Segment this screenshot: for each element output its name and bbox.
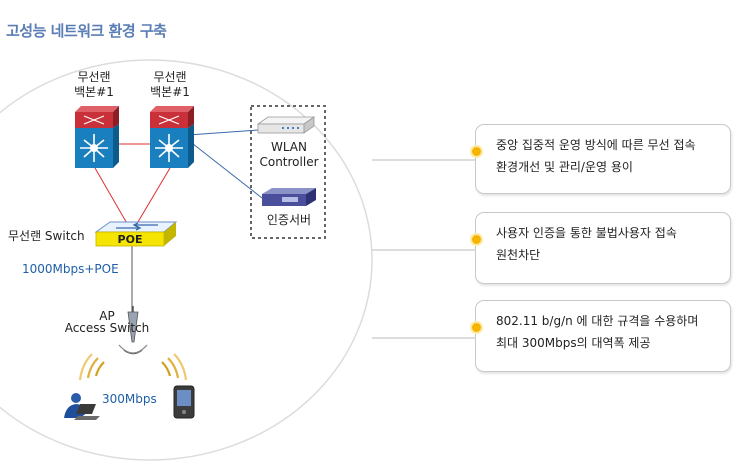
signal-waves-icon <box>78 353 188 381</box>
wlan-controller-icon <box>256 116 316 134</box>
controller-line2: Controller <box>259 155 319 169</box>
client-speed-label: 300Mbps <box>102 392 157 406</box>
backbone-2-label: 무선랜 백본#1 <box>146 70 194 100</box>
backbone-1-line1: 무선랜 <box>77 70 111 84</box>
ap-label: AP Access Switch <box>62 310 152 334</box>
links <box>94 129 263 312</box>
link-bb2-server <box>187 139 263 199</box>
pda-icon <box>173 385 195 419</box>
feature-2-line2: 원천차단 <box>496 248 541 262</box>
bullet-dot-icon <box>470 233 483 246</box>
controller-label: WLAN Controller <box>252 140 326 170</box>
auth-server-label: 인증서버 <box>266 213 312 227</box>
feature-3-line1: 802.11 b/g/n 에 대한 규격을 수용하며 <box>496 314 699 328</box>
link-bb1-switch <box>94 167 133 233</box>
backbone-1-line2: 백본#1 <box>74 85 114 99</box>
backbone-1-label: 무선랜 백본#1 <box>70 70 118 100</box>
ap-icon <box>118 306 148 355</box>
backbone-2-icon <box>150 106 194 168</box>
bullet-dot-icon <box>470 321 483 334</box>
ap-line1: AP <box>99 309 115 323</box>
feature-card-1: 중앙 집중적 운영 방식에 따른 무선 접속 환경개선 및 관리/운영 용이 <box>470 124 731 194</box>
backbone-2-line2: 백본#1 <box>150 85 190 99</box>
link-bb2-controller <box>187 129 259 136</box>
link-bb1-switch2 <box>95 168 112 226</box>
ellipse-backdrop <box>0 59 373 461</box>
backbone-1-icon <box>75 106 119 168</box>
feature-1-line1: 중앙 집중적 운영 방식에 따른 무선 접속 <box>496 138 696 152</box>
auth-server-icon <box>262 188 316 206</box>
feature-card-2: 사용자 인증을 통한 불법사용자 접속 원천차단 <box>470 212 731 284</box>
feature-2-line1: 사용자 인증을 통한 불법사용자 접속 <box>496 226 677 240</box>
switch-label: 무선랜 Switch <box>8 229 85 243</box>
server-group-box <box>250 105 326 239</box>
backbone-2-line1: 무선랜 <box>153 70 187 84</box>
feature-card-3: 802.11 b/g/n 에 대한 규격을 수용하며 최대 300Mbps의 대… <box>470 300 731 372</box>
poe-label: POE <box>117 233 143 246</box>
uplink-speed-label: 1000Mbps+POE <box>22 262 119 276</box>
feature-3-line2: 최대 300Mbps의 대역폭 제공 <box>496 336 651 350</box>
link-bb2-switch <box>131 167 171 233</box>
switch-icon <box>94 221 178 247</box>
bullet-dot-icon <box>470 145 483 158</box>
ap-line2: Access Switch <box>64 321 150 335</box>
controller-line1: WLAN <box>270 140 307 154</box>
user-laptop-icon <box>64 393 100 420</box>
page-title: 고성능 네트워크 환경 구축 <box>6 22 167 40</box>
feature-1-line2: 환경개선 및 관리/운영 용이 <box>496 160 633 174</box>
